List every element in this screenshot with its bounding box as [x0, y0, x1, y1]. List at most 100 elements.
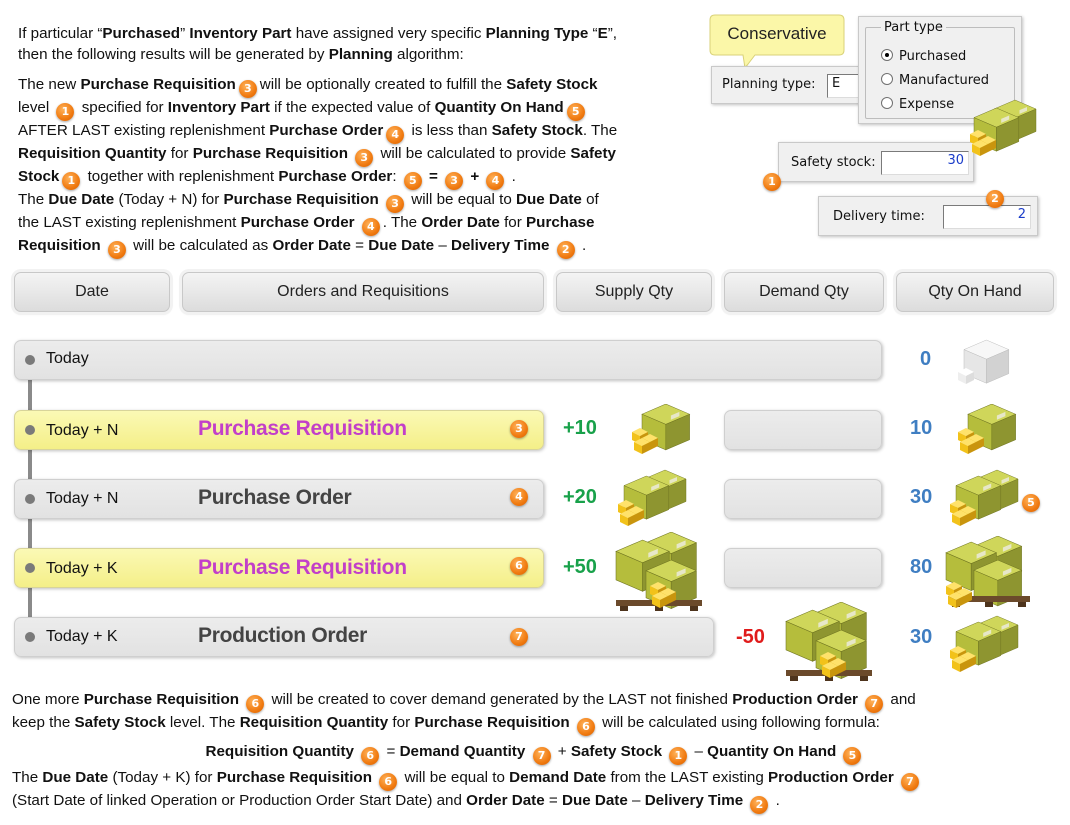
text-run: [348, 145, 352, 162]
text-run: (Start Date of linked Operation or Produ…: [12, 792, 467, 809]
row-order-badge: 6: [510, 557, 528, 575]
bold-term: Order Date: [421, 214, 500, 231]
bold-term: Delivery Time: [644, 792, 744, 809]
text-run: for: [499, 214, 527, 231]
step-badge: 6: [379, 773, 398, 791]
row-today-bar: [14, 340, 882, 380]
header-supply-qty: Supply Qty: [556, 272, 712, 312]
text-run: [836, 743, 840, 760]
bold-term: Safety: [570, 145, 616, 162]
row-demand-cell: [724, 410, 882, 450]
text-run: then the following results will be gener…: [18, 45, 329, 63]
text-run: is less than: [407, 122, 492, 139]
footer-paragraph-1: One more Purchase Requisition 6 will be …: [12, 690, 1062, 736]
bold-term: Inventory Part: [189, 25, 292, 42]
planning-type-label: Planning type:: [722, 77, 816, 92]
row-bar-production-order: [14, 617, 714, 657]
bold-term: +: [466, 168, 484, 185]
bold-term: Planning Type: [485, 25, 589, 42]
text-run: (Today + K) for: [108, 769, 217, 786]
text-run: will be equal to: [407, 191, 516, 208]
text-run: will be calculated using following formu…: [597, 714, 880, 731]
text-run: [894, 769, 898, 786]
bold-term: Stock: [18, 168, 60, 185]
header-demand-qty: Demand Qty: [724, 272, 884, 312]
row-supply-qty: +20: [563, 486, 597, 508]
bold-term: Due Date: [561, 792, 628, 809]
bold-term: Requisition Quantity: [18, 145, 167, 162]
text-run: if the expected value of: [269, 99, 435, 116]
text-run: [372, 769, 376, 786]
radio-icon: [881, 73, 893, 85]
row-bar-purchase-requisition-2: [14, 548, 544, 588]
part-type-option-purchased[interactable]: Purchased: [881, 49, 966, 64]
text-run: and: [886, 691, 916, 708]
text-run: from the LAST existing: [606, 769, 769, 786]
bold-term: Purchased: [102, 25, 181, 42]
row-date: Today + K: [46, 560, 118, 577]
text-run: .: [507, 168, 516, 185]
radio-selected-icon: [881, 49, 893, 61]
row-demand-cell: [724, 479, 882, 519]
text-run: will be calculated to provide: [376, 145, 571, 162]
text-run: –: [690, 743, 708, 760]
row-date: Today + K: [46, 628, 118, 645]
empty-box-icon: [958, 336, 1018, 397]
bold-term: Order Date: [466, 792, 545, 809]
boxes-icon: [950, 466, 1030, 533]
bold-term: Purchase Requisition: [223, 191, 379, 208]
step-badge: 4: [386, 126, 405, 144]
text-run: –: [627, 792, 645, 809]
text-run: [570, 714, 574, 731]
step-badge: 6: [246, 695, 265, 713]
step-badge: 2: [556, 241, 575, 259]
row-order-badge: 7: [510, 628, 528, 646]
part-type-option-expense[interactable]: Expense: [881, 97, 954, 112]
header-qty-on-hand: Qty On Hand: [896, 272, 1054, 312]
bold-term: Purchase: [526, 214, 595, 231]
text-run: will be created to cover demand generate…: [267, 691, 733, 708]
qty-on-hand-badge: 5: [1022, 494, 1040, 512]
safety-stock-badge: 1: [763, 173, 781, 191]
text-run: . The: [582, 122, 618, 139]
text-run: specified for: [77, 99, 168, 116]
step-badge: 7: [532, 747, 551, 765]
step-badge: 5: [403, 172, 422, 190]
bold-term: Requisition Quantity: [239, 714, 389, 731]
row-qty-on-hand: 30: [910, 486, 933, 508]
row-date: Today: [46, 350, 89, 367]
step-badge: 5: [843, 747, 862, 765]
row-supply-qty: +50: [563, 556, 597, 578]
text-run: for: [166, 145, 193, 162]
text-run: [662, 743, 666, 760]
text-run: ”: [180, 25, 190, 42]
bold-term: Requisition: [18, 237, 101, 254]
text-run: [549, 237, 553, 254]
row-order-name: Purchase Requisition: [198, 417, 407, 440]
text-run: .: [577, 237, 587, 254]
row-order-name: Purchase Requisition: [198, 556, 407, 579]
safety-stock-field[interactable]: 30: [881, 151, 969, 175]
box-icon: [632, 403, 696, 461]
bold-term: Purchase Order: [269, 122, 384, 139]
bold-term: Delivery Time: [450, 237, 550, 254]
step-badge: 6: [361, 747, 380, 765]
row-bar-purchase-order: [14, 479, 544, 519]
row-qty-on-hand: 80: [910, 556, 933, 578]
bold-term: Purchase Order: [278, 168, 393, 185]
part-type-option-manufactured[interactable]: Manufactured: [881, 73, 989, 88]
delivery-time-field[interactable]: 2: [943, 205, 1031, 229]
bold-term: Demand Quantity: [399, 743, 526, 760]
text-run: level: [18, 99, 54, 116]
boxes-icon: [618, 466, 698, 533]
row-date: Today + N: [46, 490, 119, 507]
text-run: If particular “: [18, 25, 103, 42]
text-run: ”,: [607, 25, 618, 42]
text-run: The: [18, 191, 49, 208]
footer-paragraph-2: The Due Date (Today + K) for Purchase Re…: [12, 768, 1062, 814]
text-run: .: [771, 792, 780, 809]
intro-paragraph-1: If particular “Purchased” Inventory Part…: [18, 24, 698, 66]
row-qty-on-hand: 10: [910, 417, 933, 439]
text-run: AFTER LAST existing replenishment: [18, 122, 270, 139]
bold-term: Requisition Quantity: [205, 743, 355, 760]
